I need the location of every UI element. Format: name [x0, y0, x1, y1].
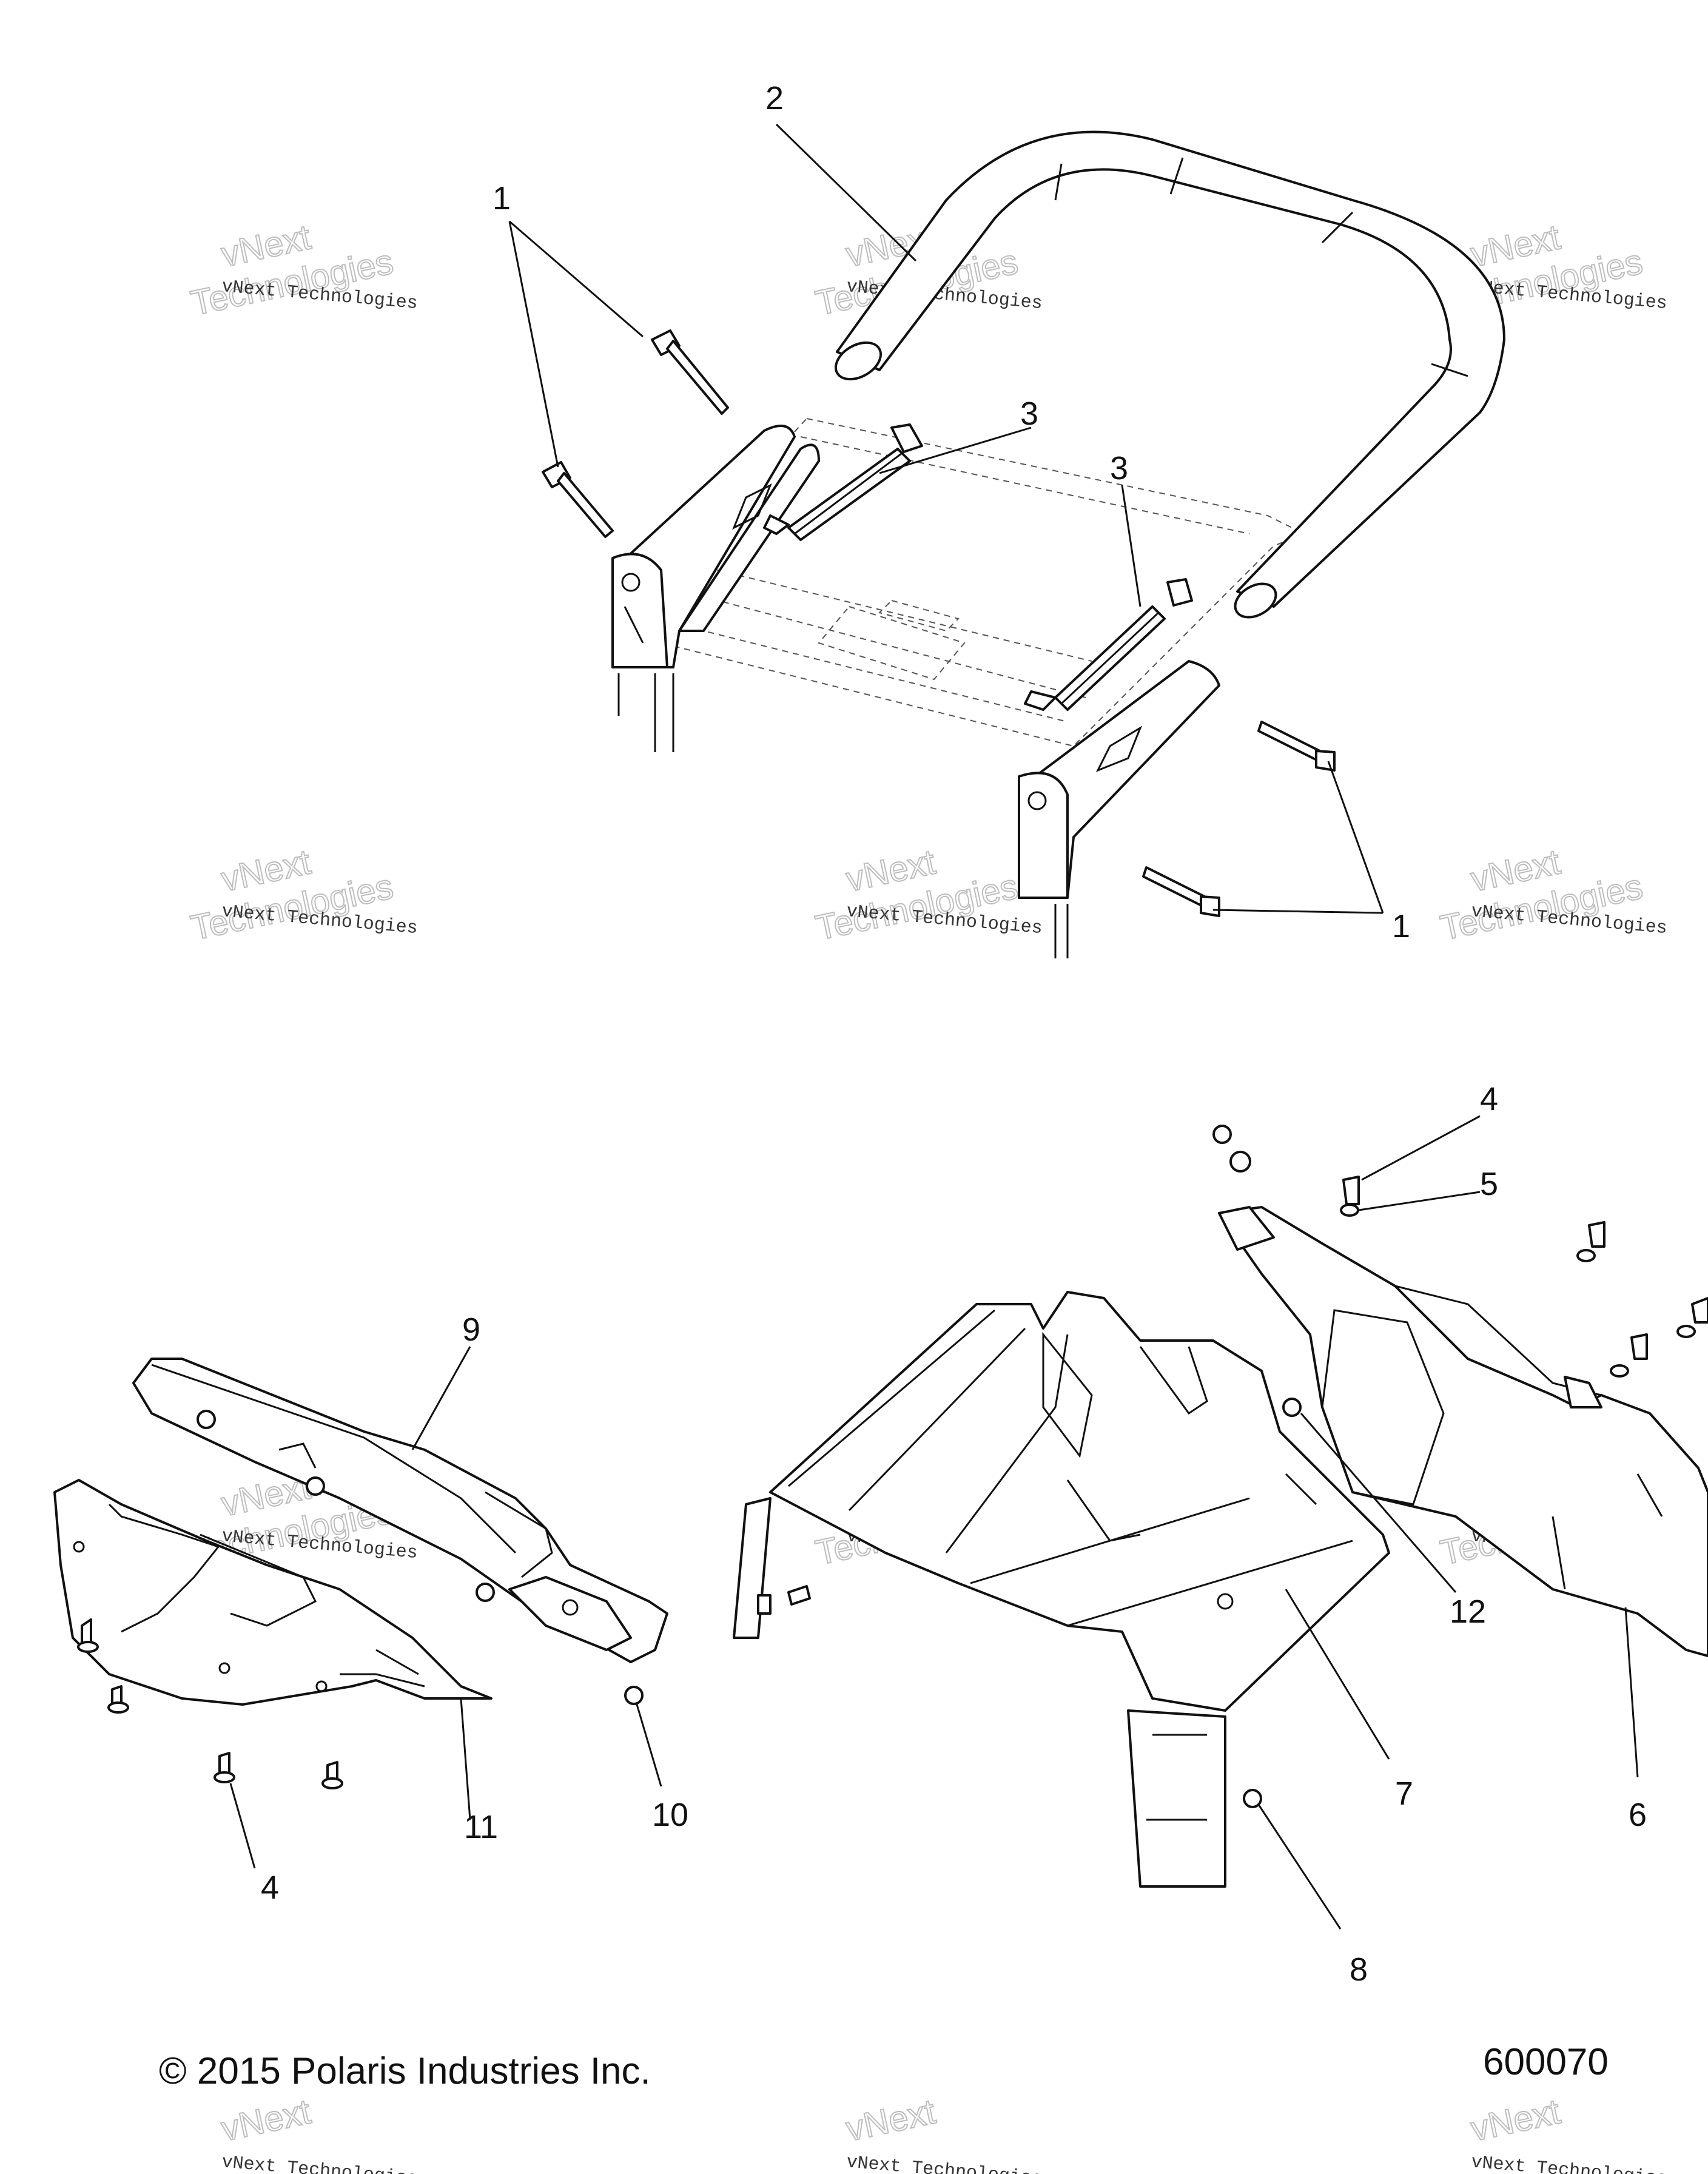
- watermark-text: vNext Technologies: [846, 2152, 1043, 2174]
- watermark-text: vNext Technologies: [1470, 2152, 1668, 2174]
- fastener-left-center: [476, 1583, 495, 1602]
- right-side-panel: [1218, 1206, 1708, 1657]
- diagram-number: 600070: [1483, 2041, 1609, 2083]
- callout-9: 9: [462, 1311, 480, 1348]
- right-mount-bracket: [1018, 660, 1220, 958]
- fastener-8: [1243, 1789, 1262, 1808]
- fastener-left-1: [77, 1618, 99, 1653]
- fastener-top-1: [1212, 1125, 1251, 1173]
- watermark-mid-left: vNext Technologies vNext Technologies: [187, 841, 419, 948]
- bolt-lower-right-2: [1142, 866, 1220, 917]
- latch-strap-left: [763, 423, 923, 541]
- left-lower-panel: [53, 1479, 493, 1706]
- fastener-12: [1282, 1398, 1302, 1417]
- callout-4-top: 4: [1480, 1081, 1498, 1117]
- callout-3-left: 3: [1020, 395, 1038, 432]
- callout-5: 5: [1480, 1166, 1498, 1202]
- callout-2: 2: [765, 80, 784, 116]
- watermark-mid-right: vNext Technologies vNext Technologies: [1436, 841, 1668, 948]
- watermark-bottom-left: vNext vNext Technologies: [217, 2091, 419, 2174]
- fastener-right-1: [1576, 1221, 1605, 1262]
- latch-strap-right: [1024, 578, 1193, 711]
- callout-1-top: 1: [493, 180, 511, 217]
- watermark-vnext: vNext: [218, 2092, 314, 2149]
- fastener-left-4: [321, 1761, 343, 1789]
- bolt-lower-right-1: [1257, 721, 1336, 772]
- bolt-upper-left-2: [542, 461, 614, 538]
- fastener-right-3: [1676, 1297, 1708, 1338]
- watermark-bottom-right: vNext vNext Technologies: [1467, 2091, 1668, 2174]
- fastener-4-lower: [214, 1752, 235, 1783]
- left-upper-panel: [132, 1358, 668, 1663]
- rear-center-panel: [733, 1291, 1390, 1888]
- watermark-vnext: vNext: [842, 2092, 939, 2149]
- leaders-upper: [508, 123, 1384, 914]
- callout-1-bottom: 1: [1392, 908, 1410, 944]
- roll-bar-hoop: [835, 130, 1505, 619]
- callout-3-right: 3: [1110, 450, 1128, 486]
- left-mount-bracket: [611, 425, 820, 752]
- callout-12: 12: [1450, 1593, 1486, 1630]
- watermark-text: vNext Technologies: [221, 2152, 419, 2174]
- callout-4-bottom: 4: [261, 1869, 279, 1906]
- callout-8: 8: [1350, 1951, 1368, 1988]
- callout-11: 11: [464, 1809, 498, 1845]
- watermark-bottom-center: vNext vNext Technologies: [842, 2091, 1043, 2174]
- callout-7: 7: [1395, 1775, 1413, 1812]
- callout-10: 10: [652, 1797, 688, 1833]
- copyright-text: © 2015 Polaris Industries Inc.: [159, 2050, 651, 2092]
- leaders-lower: [229, 1115, 1639, 1930]
- watermark-mid-center: vNext Technologies vNext Technologies: [812, 841, 1043, 948]
- fastener-4-top: [1342, 1176, 1360, 1205]
- fastener-left-2: [107, 1685, 129, 1714]
- fastener-center-left: [757, 1585, 811, 1615]
- bolt-upper-left-1: [651, 329, 729, 415]
- watermark-vnext: vNext: [1467, 2092, 1564, 2149]
- fastener-right-2: [1610, 1333, 1648, 1378]
- callout-6: 6: [1629, 1797, 1647, 1833]
- fastener-10: [624, 1686, 644, 1705]
- watermark-top-left: vNext Technologies vNext Technologies: [187, 217, 419, 323]
- washer-5: [1340, 1203, 1359, 1217]
